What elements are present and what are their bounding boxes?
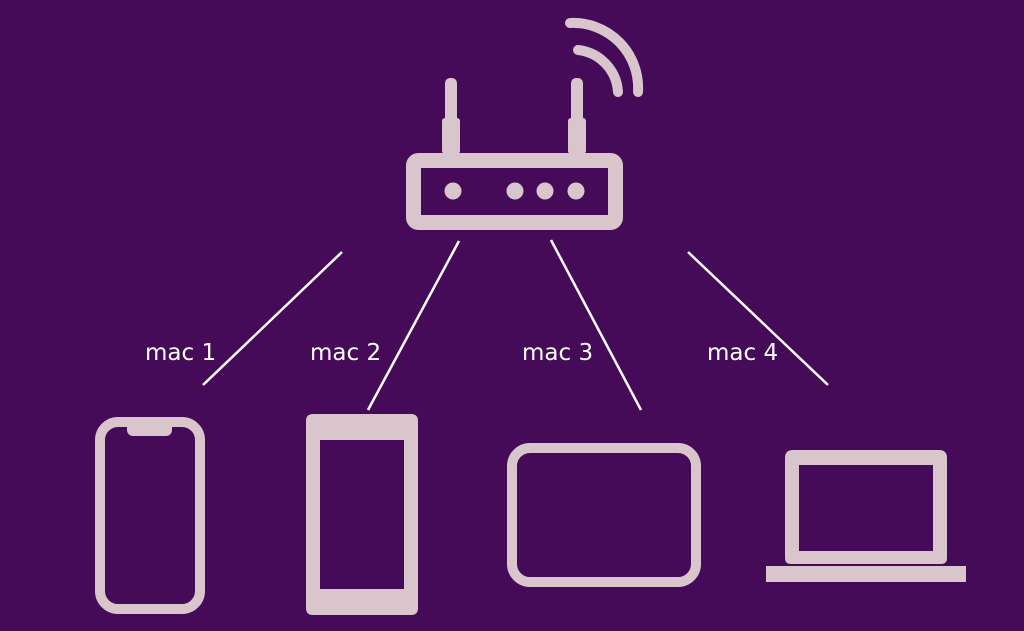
mac-3-label: mac 3 xyxy=(522,340,594,366)
tablet-portrait-icon xyxy=(306,414,418,615)
connection-line-2 xyxy=(366,240,461,411)
mac-4-label: mac 4 xyxy=(707,340,779,366)
connection-line-4 xyxy=(687,251,829,386)
connection-line-1 xyxy=(202,251,343,386)
tablet-landscape-icon xyxy=(507,443,701,587)
smartphone-icon xyxy=(95,417,205,614)
connection-line-3 xyxy=(549,239,643,411)
mac-2-label: mac 2 xyxy=(310,340,382,366)
laptop-icon xyxy=(766,450,966,582)
mac-1-label: mac 1 xyxy=(145,340,217,366)
wifi-router-icon xyxy=(406,17,644,230)
